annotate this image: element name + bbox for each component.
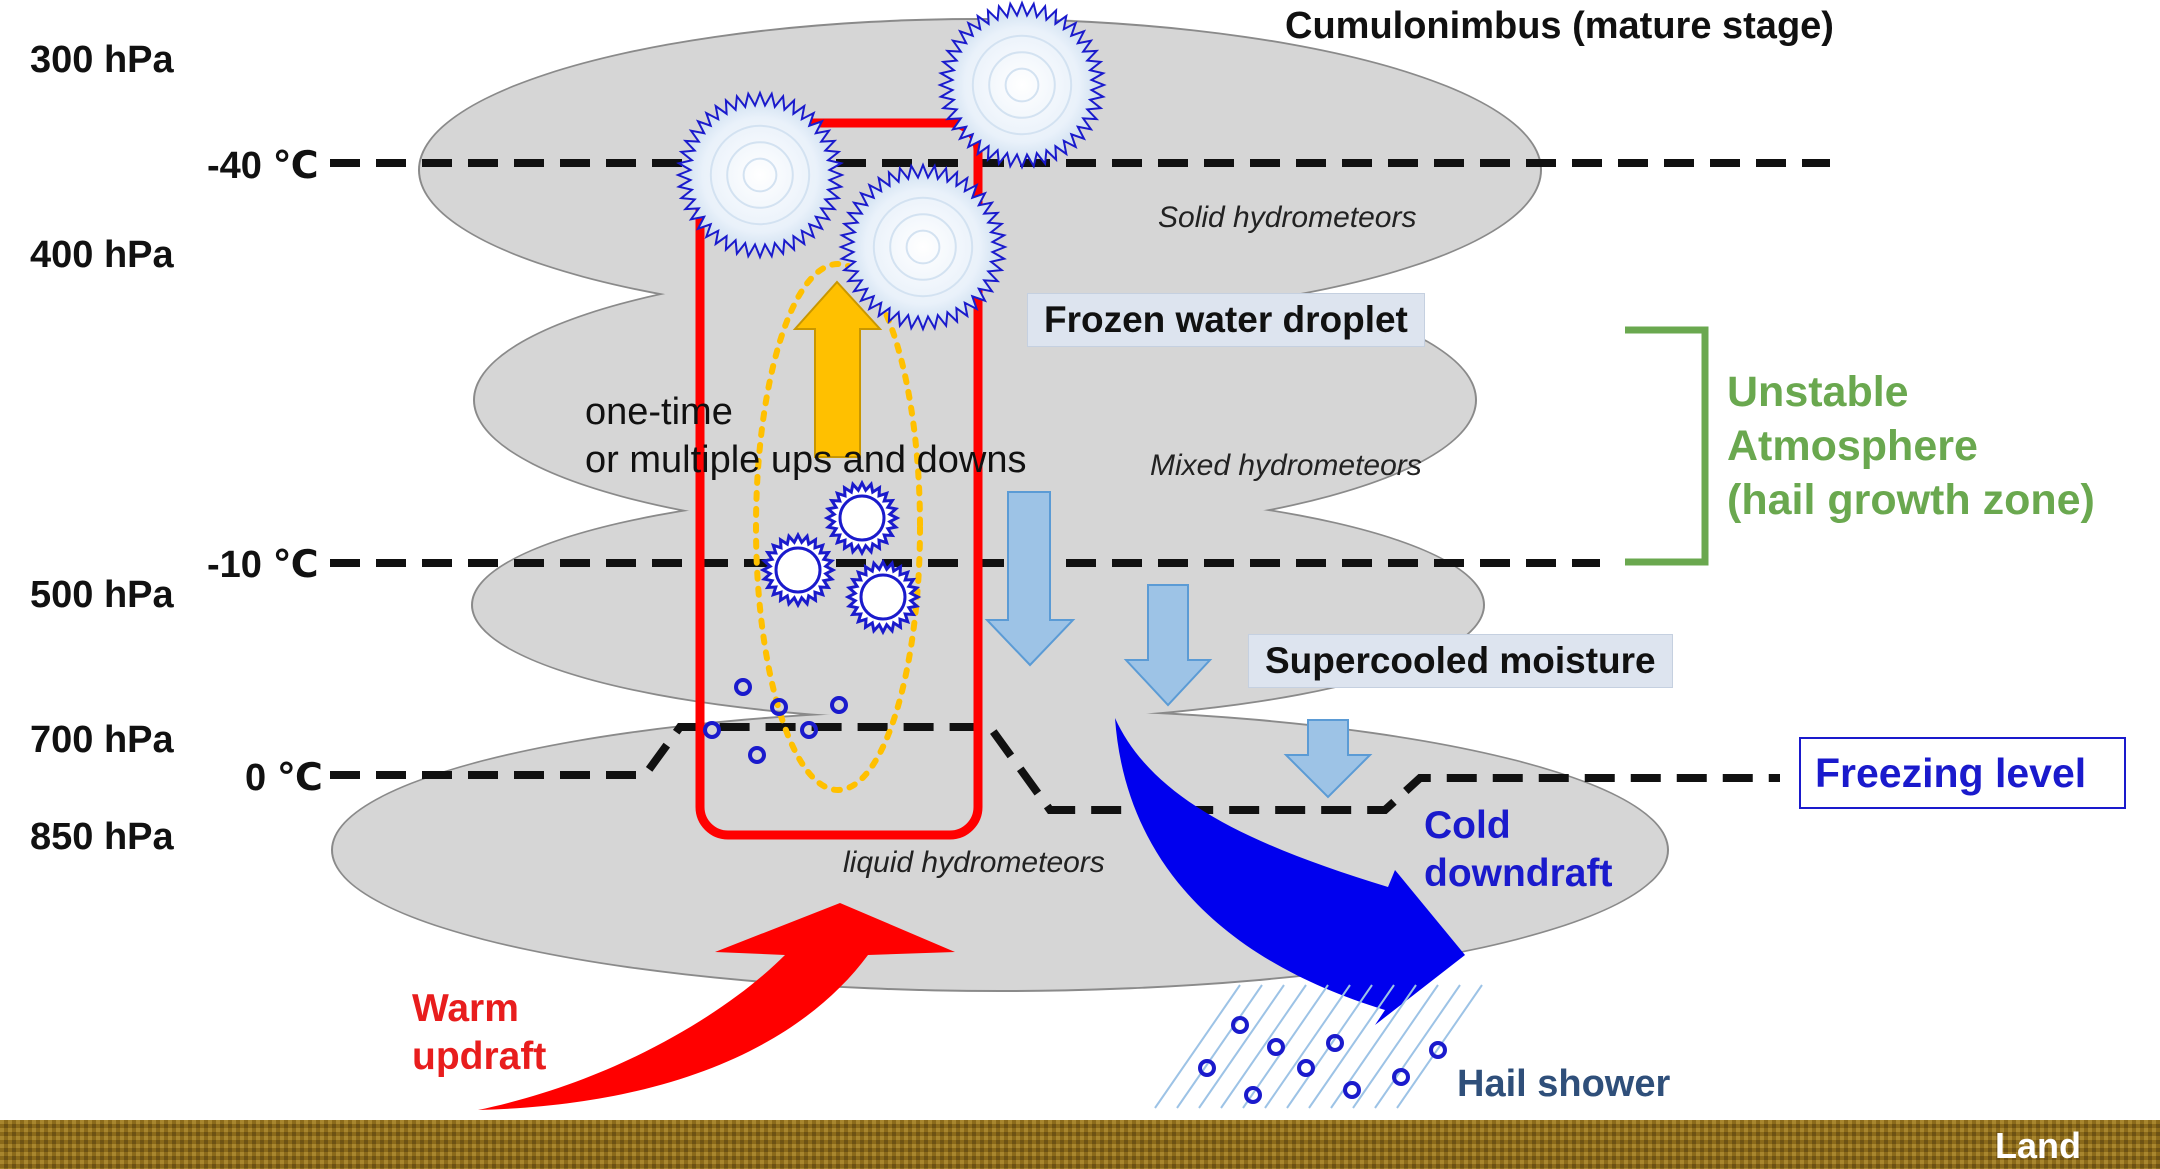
growing-hail-cluster — [759, 479, 922, 636]
warm-updraft-line-1: Warm — [412, 987, 519, 1030]
zone-mixed: Mixed hydrometeors — [1150, 449, 1422, 482]
pressure-500: 500 hPa — [30, 574, 174, 616]
warm-updraft-arrow — [478, 903, 955, 1110]
rain-streak — [1308, 984, 1395, 1109]
down-arrow-3 — [1283, 719, 1373, 799]
updown-line-2: or multiple ups and downs — [585, 439, 1027, 481]
droplet — [830, 696, 848, 714]
small-hailstone-core — [838, 494, 886, 542]
droplet — [770, 698, 788, 716]
large-hailstones — [675, 0, 1107, 332]
large-hailstone — [675, 90, 845, 260]
unstable-line-1: Unstable — [1727, 368, 1909, 416]
updown-line-1: one-time — [585, 391, 733, 433]
diagram-title: Cumulonimbus (mature stage) — [1285, 5, 1834, 47]
down-arrow-2 — [1123, 584, 1213, 707]
rain-streak — [1198, 984, 1285, 1109]
droplet — [748, 746, 766, 764]
unstable-line-2: Atmosphere — [1727, 422, 1978, 470]
isotherm-lines — [330, 159, 1830, 814]
small-hailstone — [844, 558, 922, 636]
rain-streak — [1374, 984, 1461, 1109]
pressure-400: 400 hPa — [30, 234, 174, 276]
small-hailstone — [823, 479, 901, 557]
warm-updraft-line-2: updraft — [412, 1035, 547, 1078]
droplet — [800, 721, 818, 739]
liquid-droplets — [703, 678, 848, 764]
freezing-level-label: Freezing level — [1815, 750, 2087, 796]
pressure-850: 850 hPa — [30, 816, 174, 858]
hail-shower-label: Hail shower — [1457, 1063, 1671, 1105]
small-hailstone-core — [774, 546, 822, 594]
cold-downdraft-arrow — [1115, 718, 1465, 1025]
temp-zero: 0 ℃ — [245, 757, 323, 799]
large-hailstone — [937, 0, 1107, 170]
hail-shower-stones — [1198, 1016, 1447, 1104]
droplet — [703, 721, 721, 739]
zone-solid: Solid hydrometeors — [1158, 201, 1417, 234]
land-label: Land — [1995, 1125, 2081, 1166]
hail-cycle-path — [753, 261, 923, 793]
down-arrow-1 — [984, 491, 1076, 667]
land-strip — [0, 1120, 2160, 1169]
large-hailstone — [838, 162, 1008, 332]
pressure-300: 300 hPa — [30, 39, 174, 81]
freezing-level-line — [330, 723, 1780, 814]
updraft-column — [695, 118, 983, 840]
rain-streak — [1264, 984, 1351, 1109]
cold-downdraft-line-1: Cold — [1424, 804, 1511, 847]
zone-liquid: liquid hydrometeors — [843, 846, 1105, 879]
rain-streak — [1154, 984, 1241, 1109]
pressure-700: 700 hPa — [30, 719, 174, 761]
unstable-line-3: (hail growth zone) — [1727, 476, 2095, 524]
supercooled-down-arrows — [984, 491, 1373, 799]
temp-minus40: -40 ℃ — [207, 145, 319, 187]
droplet — [734, 678, 752, 696]
frozen-droplet-label: Frozen water droplet — [1027, 293, 1425, 348]
rain-streak — [1176, 984, 1263, 1109]
supercooled-label: Supercooled moisture — [1248, 634, 1673, 689]
rain-streak — [1352, 984, 1439, 1109]
small-hailstone — [759, 531, 837, 609]
temp-minus10: -10 ℃ — [207, 544, 319, 586]
cold-downdraft-line-2: downdraft — [1424, 852, 1613, 895]
rain-streak — [1220, 984, 1307, 1109]
small-hailstone-core — [859, 573, 907, 621]
freezing-level-box — [1799, 737, 2126, 809]
growth-zone-bracket — [1625, 326, 1709, 566]
rain-streak — [1396, 984, 1483, 1109]
orange-up-arrow — [792, 280, 883, 458]
